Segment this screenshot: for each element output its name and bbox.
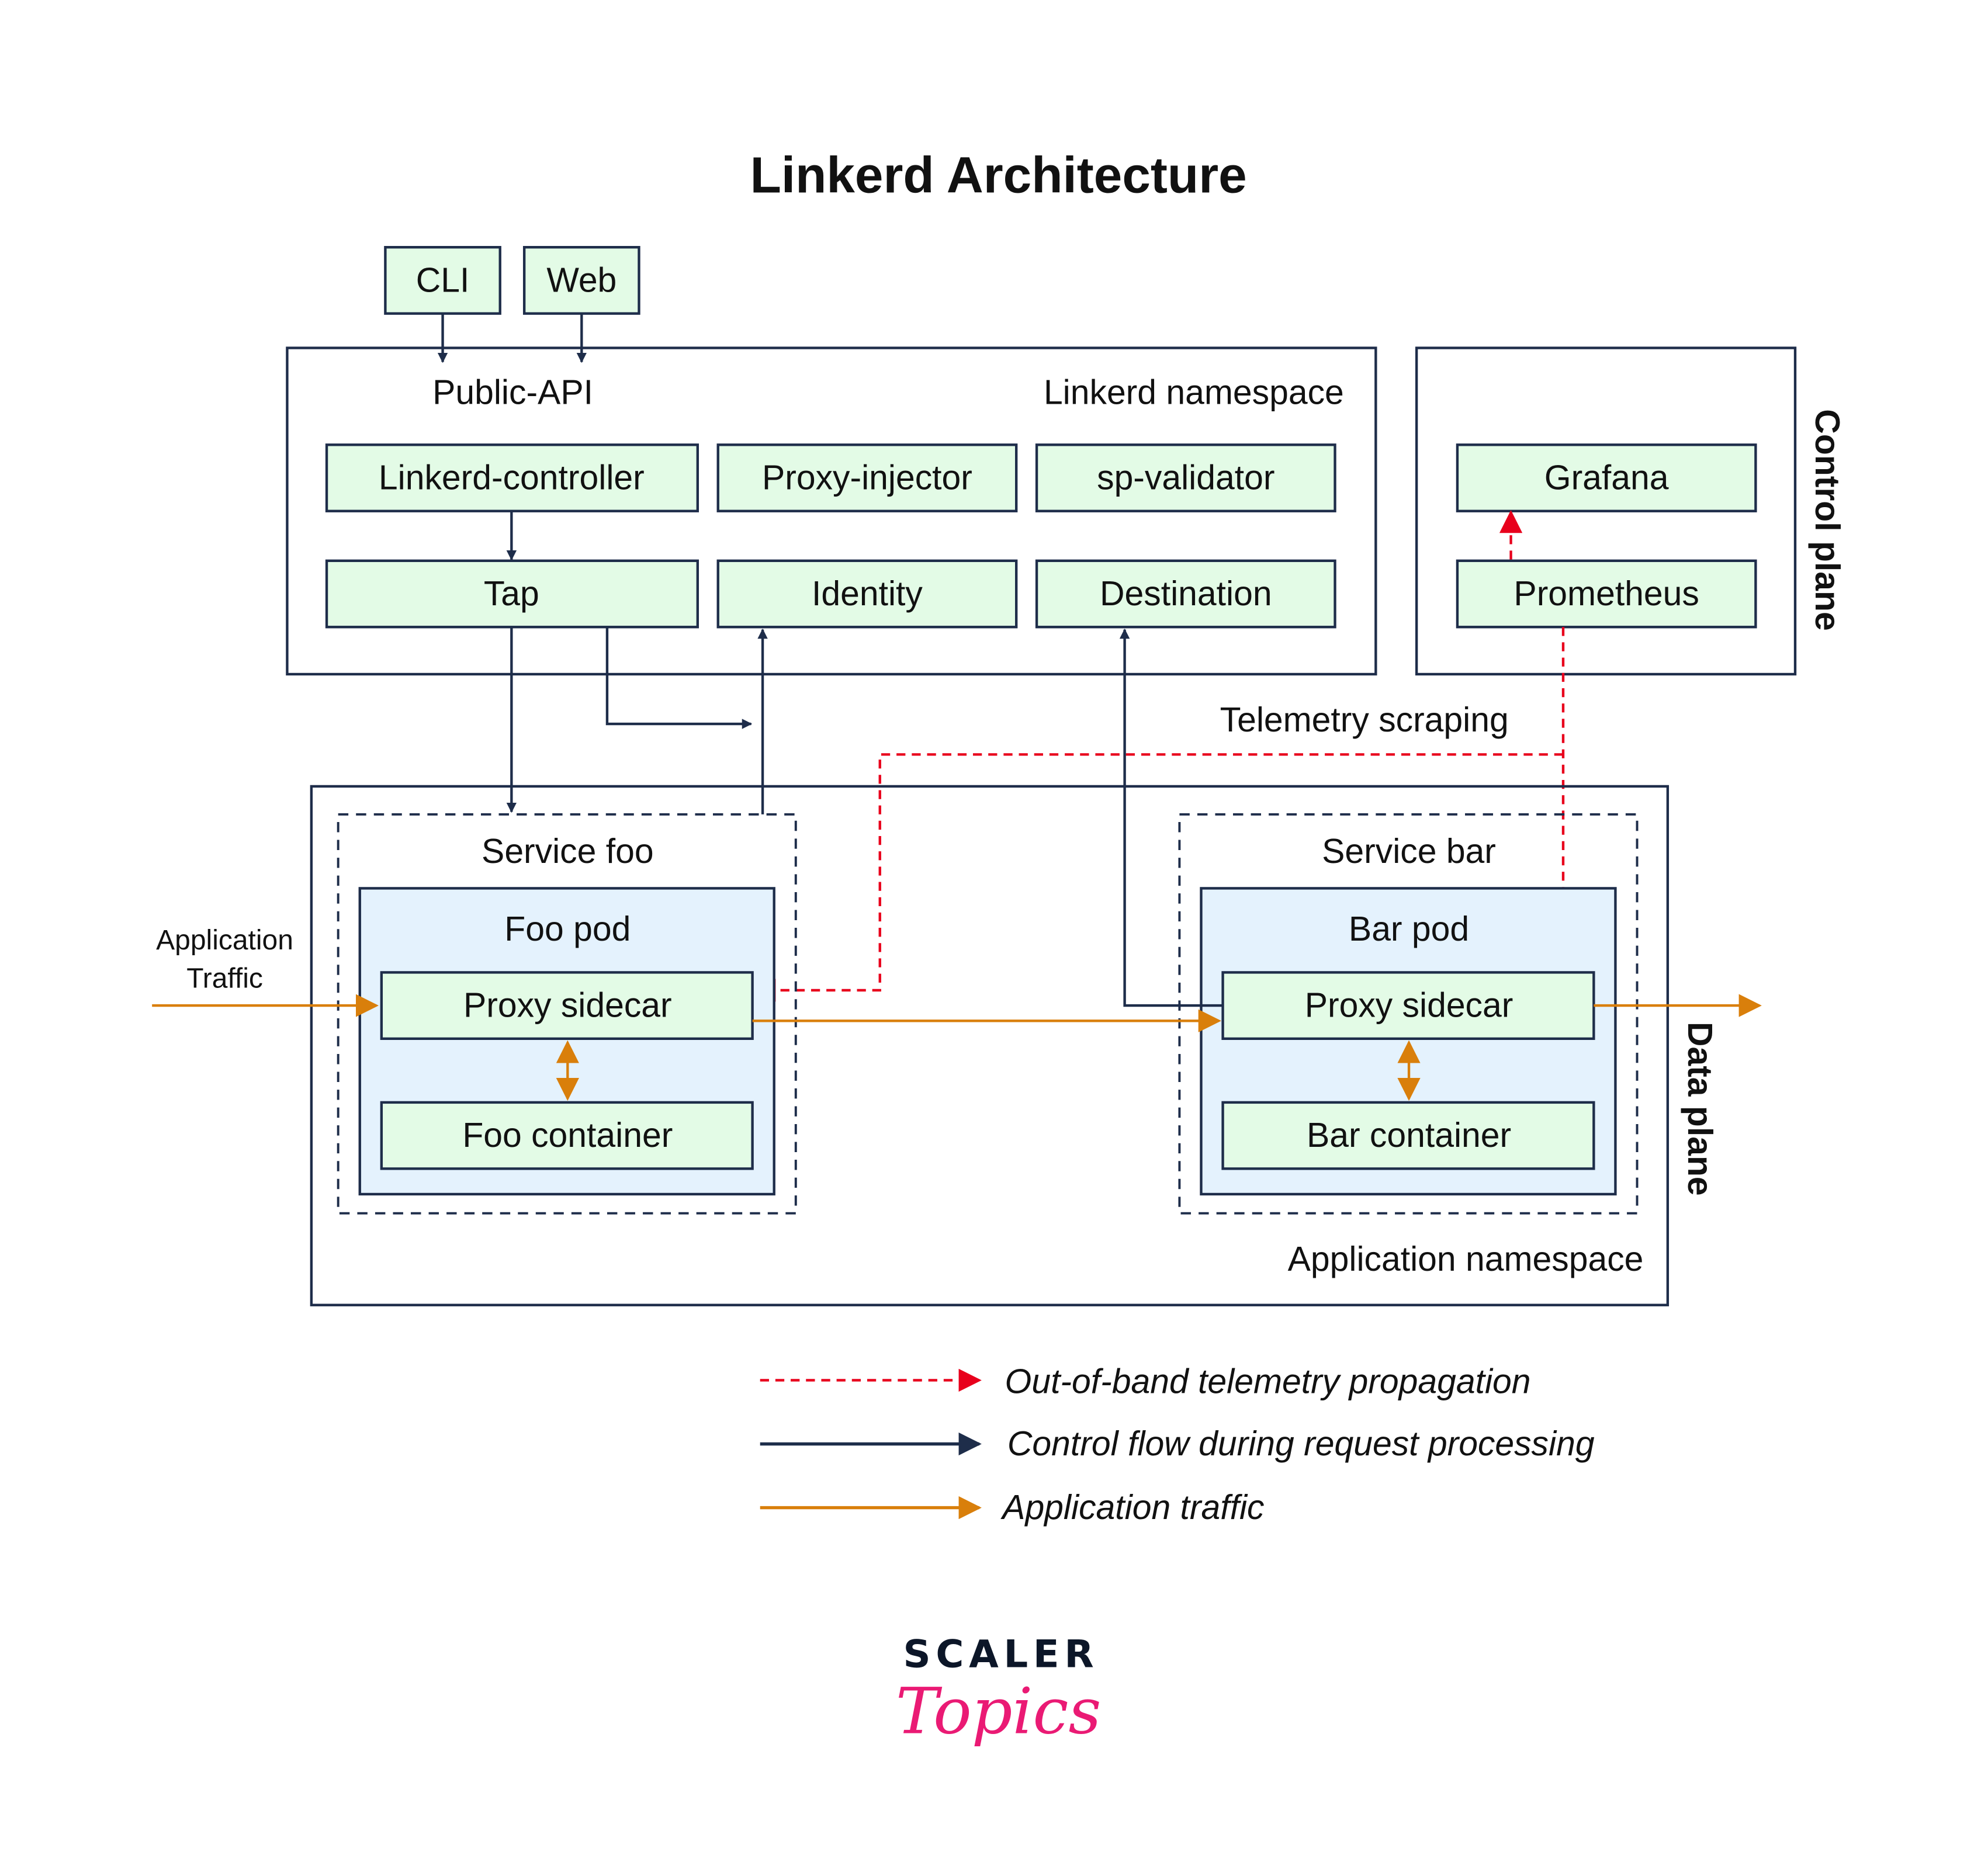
public-api-label: Public-API [432, 373, 593, 411]
logo-topics-text: Topics [896, 1674, 1102, 1749]
application-namespace-label: Application namespace [1288, 1240, 1644, 1278]
container-label: Bar container [1307, 1116, 1511, 1154]
service-label: Service bar [1322, 833, 1496, 871]
monitoring-frame [1415, 346, 1797, 676]
sidecar-label: Proxy sidecar [1305, 987, 1513, 1025]
client-cli: CLI [384, 246, 501, 315]
control-plane-label: Control plane [1808, 409, 1846, 630]
application-namespace-frame [310, 785, 1670, 1306]
application-traffic-label-line2: Traffic [186, 963, 263, 994]
telemetry-scraping-label: Telemetry scraping [1220, 701, 1509, 739]
application-traffic-label-line1: Application [156, 925, 293, 956]
service-foo: Service foo Foo pod Proxy sidecar Foo co… [337, 813, 797, 1215]
component-label: Prometheus [1513, 575, 1699, 613]
service-label: Service foo [482, 833, 654, 871]
container-label: Foo container [462, 1116, 673, 1154]
scaler-topics-logo: SCALER Topics [896, 1632, 1102, 1748]
service-bar: Service bar Bar pod Proxy sidecar Bar co… [1178, 813, 1639, 1215]
sidecar-label: Proxy sidecar [463, 987, 672, 1025]
component-label: Proxy-injector [762, 459, 972, 497]
client-web-label: Web [546, 262, 617, 300]
component-label: Linkerd-controller [379, 459, 645, 497]
linkerd-namespace-frame [286, 346, 1377, 676]
component-prometheus: Prometheus [1456, 559, 1757, 629]
pod-label: Bar pod [1349, 910, 1469, 948]
component-grafana: Grafana [1456, 443, 1757, 512]
foo-proxy-sidecar [380, 971, 754, 1041]
component-label: sp-validator [1097, 459, 1274, 497]
telemetry-to-foo-sidecar-arrow [753, 753, 1563, 1002]
logo-scaler-text: SCALER [903, 1632, 1099, 1676]
foo-container [380, 1101, 754, 1170]
legend: Out-of-band telemetry propagation Contro… [760, 1362, 1595, 1527]
component-sp-validator: sp-validator [1035, 443, 1336, 512]
client-cli-label: CLI [416, 262, 470, 300]
legend-control-label: Control flow during request processing [1007, 1425, 1595, 1463]
component-label: Destination [1100, 575, 1272, 613]
tap-branch-arrow [605, 627, 753, 729]
diagram-title: Linkerd Architecture [750, 147, 1247, 203]
component-linkerd-controller: Linkerd-controller [325, 443, 699, 512]
component-proxy-injector: Proxy-injector [716, 443, 1018, 512]
linkerd-namespace-label: Linkerd namespace [1044, 373, 1344, 411]
pod-label: Foo pod [504, 910, 631, 948]
component-label: Tap [484, 575, 539, 613]
component-label: Grafana [1544, 459, 1669, 497]
bar-container [1221, 1101, 1595, 1170]
component-label: Identity [812, 575, 923, 613]
client-web: Web [522, 246, 640, 315]
data-plane-label: Data plane [1681, 1022, 1719, 1196]
component-destination: Destination [1035, 559, 1336, 629]
legend-telemetry-label: Out-of-band telemetry propagation [1005, 1362, 1531, 1400]
legend-traffic-label: Application traffic [1000, 1489, 1264, 1527]
component-identity: Identity [716, 559, 1018, 629]
component-tap: Tap [325, 559, 699, 629]
bar-sidecar-to-destination-arrow [1119, 628, 1223, 1007]
